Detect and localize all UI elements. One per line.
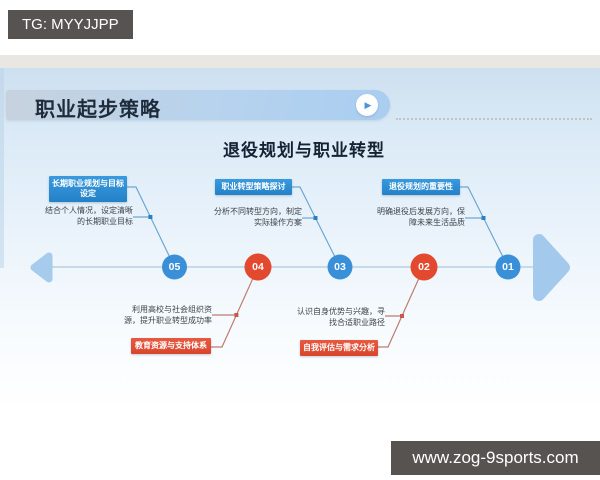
step-label-02: 自我评估与需求分析 [300, 340, 378, 356]
step-description-01: 明确退役后发展方向，保障未来生活品质 [377, 207, 465, 227]
telegram-badge: TG: MYYJJPP [8, 10, 133, 39]
step-circle-05 [162, 254, 187, 280]
step-description-02: 认识自身优势与兴趣，寻找合适职业路径 [297, 307, 385, 327]
node-step3 [313, 216, 318, 220]
connector-step5 [127, 186, 176, 268]
step-circle-04 [244, 253, 272, 281]
website-badge: www.zog-9sports.com [391, 441, 600, 475]
node-step5 [148, 215, 153, 219]
page-title: 职业起步策略 [35, 99, 161, 121]
step-number-03: 03 [334, 261, 346, 273]
slide-header-band: 职业起步策略 ▶ [6, 90, 390, 121]
connector-step4 [210, 266, 259, 348]
step-description-05: 结合个人情况，设定清晰的长期职业目标 [45, 206, 133, 226]
step-number-02: 02 [418, 261, 430, 273]
slide-subtitle: 退役规划与职业转型 [223, 141, 385, 160]
background-strip [0, 55, 600, 68]
step-description-04: 利用高校与社会组织资源，提升职业转型成功率 [124, 305, 212, 325]
step-label-01: 退役规划的重要性 [382, 179, 460, 195]
play-icon: ▶ [364, 99, 372, 110]
node-step1 [481, 216, 486, 220]
step-number-05: 05 [169, 261, 181, 273]
step-number-04: 04 [252, 261, 264, 273]
step-circle-03 [327, 254, 353, 280]
step-description-03: 分析不同转型方向，制定实际操作方案 [214, 207, 302, 227]
node-step2 [400, 314, 404, 318]
connector-step3 [292, 186, 341, 268]
step-label-05: 长期职业规划与目标设定 [49, 176, 127, 202]
right-arrow-icon [533, 234, 570, 301]
step-label-03: 职业转型策略探讨 [215, 179, 292, 195]
connector-step2 [378, 266, 425, 348]
step-number-01: 01 [502, 261, 514, 273]
header-dotted-divider [396, 118, 592, 120]
play-button[interactable]: ▶ [356, 94, 378, 116]
node-step4 [234, 313, 239, 317]
connector-step1 [460, 186, 509, 268]
step-circle-02 [410, 253, 438, 281]
step-circle-01 [495, 254, 521, 280]
step-label-04: 教育资源与支持体系 [131, 338, 211, 354]
slide-left-edge [0, 68, 4, 268]
left-arrow-icon [30, 252, 53, 283]
